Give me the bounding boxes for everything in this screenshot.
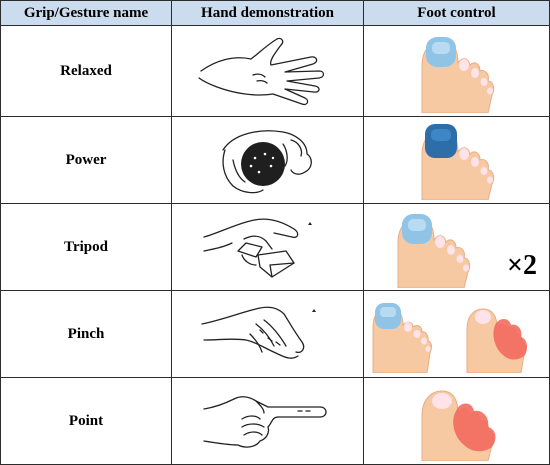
- hand-power-illustration: [171, 116, 364, 204]
- table-header-row: Grip/Gesture name Hand demonstration Foo…: [0, 0, 550, 26]
- foot-small-toes-red-icon: [466, 308, 527, 373]
- repeat-multiplier: ×2: [507, 250, 537, 281]
- hand-pinch-illustration: [171, 290, 364, 378]
- open-hand-icon: [197, 37, 324, 106]
- table-row: Relaxed: [0, 25, 550, 117]
- table-row: Power: [0, 116, 550, 204]
- hand-point-illustration: [171, 377, 364, 465]
- gesture-name: Point: [0, 377, 172, 465]
- foot-big-toe-blue-icon: [397, 214, 471, 288]
- gesture-name: Power: [0, 116, 172, 204]
- foot-control-pinch: [363, 290, 550, 378]
- foot-control-relaxed: [363, 25, 550, 117]
- gesture-name: Relaxed: [0, 25, 172, 117]
- foot-big-toe-darkblue-icon: [421, 124, 494, 200]
- two-feet-icon: [372, 303, 527, 373]
- foot-big-toe-blue-icon: [372, 303, 432, 373]
- table-row: Tripod: [0, 203, 550, 291]
- header-hand-demonstration: Hand demonstration: [171, 0, 364, 26]
- hand-holding-block-icon: [202, 218, 312, 278]
- gesture-name: Tripod: [0, 203, 172, 291]
- header-foot-control: Foot control: [363, 0, 550, 26]
- table-row: Pinch: [0, 290, 550, 378]
- foot-control-tripod: ×2: [363, 203, 550, 291]
- gesture-name: Pinch: [0, 290, 172, 378]
- pointing-hand-icon: [202, 396, 327, 448]
- hand-relaxed-illustration: [171, 25, 364, 117]
- pinching-hand-icon: [200, 306, 316, 359]
- foot-control-point: [363, 377, 550, 465]
- fist-holding-ball-icon: [221, 130, 312, 194]
- foot-control-power: [363, 116, 550, 204]
- header-grip-name: Grip/Gesture name: [0, 0, 172, 26]
- hand-tripod-illustration: [171, 203, 364, 291]
- foot-small-toes-red-icon: [421, 390, 495, 461]
- foot-big-toe-blue-icon: [421, 37, 494, 113]
- table-row: Point: [0, 377, 550, 465]
